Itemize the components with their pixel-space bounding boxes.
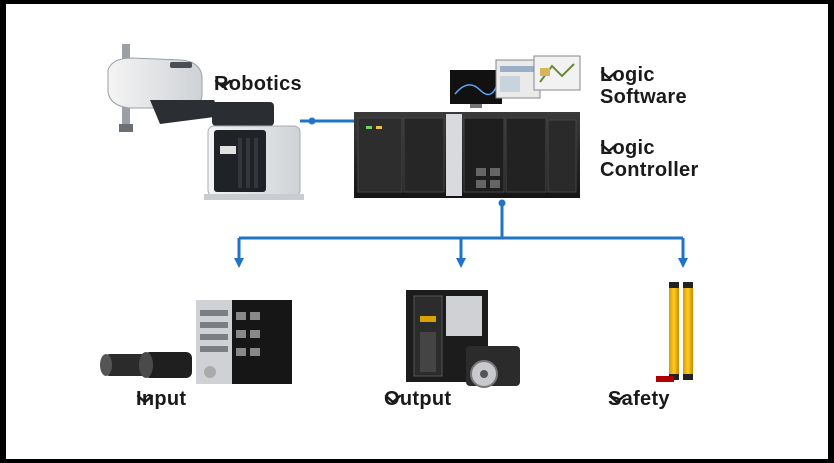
software-image (450, 56, 580, 108)
chevron-down-icon (608, 393, 626, 405)
output-label: Output (384, 388, 451, 410)
robot-image (108, 44, 304, 200)
controller-image (354, 112, 580, 198)
chevron-down-icon (214, 78, 232, 90)
safety-label: Safety (608, 388, 670, 410)
logic-controller-label: Logic Controller (600, 137, 699, 181)
input-label: Input (136, 388, 186, 410)
robotics-label: Robotics (214, 73, 302, 95)
input-image (100, 300, 292, 384)
chevron-down-icon (136, 393, 154, 405)
chevron-down-icon (600, 69, 618, 81)
output-image (406, 290, 520, 387)
chevron-down-icon (384, 393, 402, 405)
logic-software-label: Logic Software (600, 64, 687, 108)
chevron-down-icon (600, 142, 618, 154)
safety-image (656, 282, 693, 382)
